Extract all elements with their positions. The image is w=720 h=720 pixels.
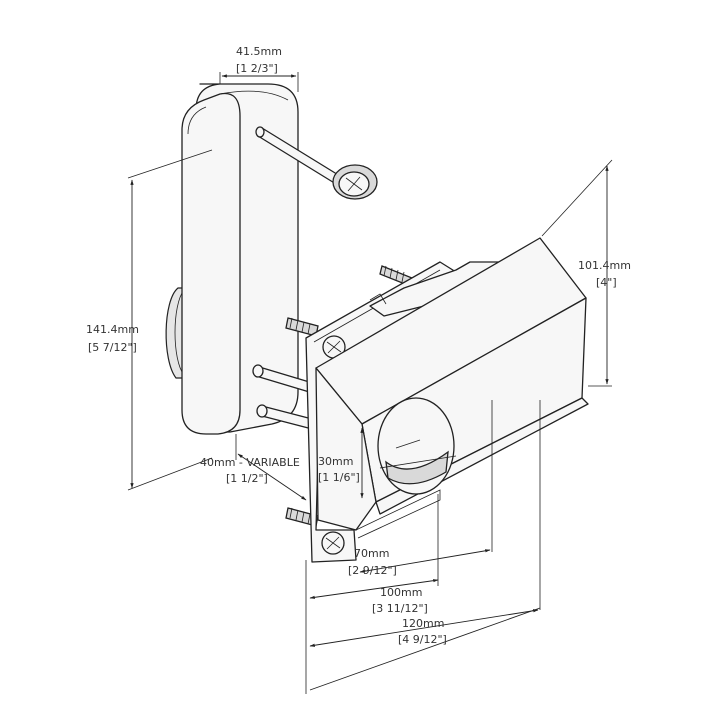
dim-handle-width-imperial: [1 2/3"]	[236, 62, 278, 75]
dim-box-height-imperial: [4"]	[596, 276, 617, 289]
dim-handle-height-imperial: [5 7/12"]	[88, 341, 137, 354]
dim-gap-imperial: [1 1/2"]	[226, 472, 268, 485]
dim-offset-metric: 30mm	[318, 455, 353, 468]
dim-depth70-metric: 70mm	[354, 547, 389, 560]
dimension-labels: 41.5mm [1 2/3"] 141.4mm [5 7/12"] 101.4m…	[86, 45, 631, 646]
dim-depth120-imperial: [4 9/12"]	[398, 633, 447, 646]
dimension-lines	[127, 72, 613, 694]
dim-depth100-imperial: [3 11/12"]	[372, 602, 428, 615]
dim-handle-height-metric: 141.4mm	[86, 323, 139, 336]
dim-box-height-metric: 101.4mm	[578, 259, 631, 272]
plate-screw-bottom	[321, 531, 345, 555]
dim-handle-width-metric: 41.5mm	[236, 45, 282, 58]
handle-assembly	[165, 83, 378, 435]
dim-offset-imperial: [1 1/6"]	[318, 471, 360, 484]
dim-gap-metric: 40mm - VARIABLE	[200, 456, 300, 469]
dim-depth70-imperial: [2 9/12"]	[348, 564, 397, 577]
dim-depth100-metric: 100mm	[380, 586, 422, 599]
lock-box-assembly	[285, 237, 589, 563]
dim-depth120-metric: 120mm	[402, 617, 444, 630]
